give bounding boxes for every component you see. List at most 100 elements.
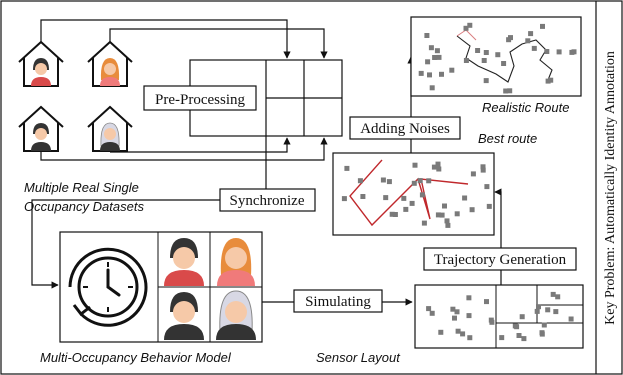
behavior-model-caption: Multi-Occupancy Behavior Model: [40, 350, 232, 365]
sensor-marker: [469, 207, 475, 213]
sensor-marker: [436, 54, 442, 60]
sensor-marker: [484, 184, 490, 190]
sensor-marker: [463, 25, 469, 31]
best-route-panel: [332, 152, 495, 236]
sensor-marker: [536, 304, 541, 310]
sensor-marker: [553, 309, 559, 315]
sensor-marker: [555, 294, 561, 300]
sensor-marker: [463, 58, 469, 63]
sensor-marker: [431, 164, 437, 170]
trajectory-generation-label: Trajectory Generation: [434, 252, 567, 268]
sensor-marker: [411, 180, 417, 186]
house-icon: [18, 40, 64, 87]
adding-noises-box: [349, 116, 461, 140]
sensor-marker: [483, 50, 489, 55]
sensor-marker: [452, 315, 457, 321]
sensor-marker: [455, 328, 461, 334]
sensor-marker: [483, 78, 489, 84]
sensor-marker: [434, 48, 440, 54]
sensor-marker: [383, 195, 389, 201]
sensor-marker: [432, 55, 438, 60]
input-connectors: [40, 19, 328, 161]
sensor-marker: [467, 335, 473, 341]
realistic-route-panel: [410, 16, 582, 97]
sensor-marker: [401, 195, 407, 201]
house-icon: [87, 40, 133, 87]
sensor-marker: [488, 317, 494, 323]
person-icon: [100, 122, 120, 151]
sensor-marker: [508, 35, 513, 41]
behavior-model-block: [59, 231, 263, 343]
sensor-marker: [507, 88, 513, 94]
pre-processing-block: Pre-Processing: [143, 59, 343, 137]
realistic-route-caption: Realistic Route: [482, 100, 569, 115]
sensor-marker: [467, 22, 473, 28]
simulating-label: Simulating: [305, 294, 371, 310]
sensor-marker: [501, 61, 507, 66]
sensor-marker: [417, 178, 423, 184]
sensor-marker: [425, 59, 431, 65]
sensor-marker: [403, 206, 409, 212]
sensor-marker: [426, 178, 432, 184]
sensor-marker: [341, 196, 347, 202]
sensor-marker: [480, 164, 486, 170]
sensor-layout-panel: [414, 284, 584, 349]
sensor-marker: [421, 220, 427, 226]
person-icon: [164, 238, 204, 286]
sensor-marker: [516, 333, 522, 338]
sensor-marker: [460, 331, 466, 337]
simulating-box: [293, 289, 383, 313]
sensor-marker: [539, 331, 545, 337]
sensor-marker: [475, 48, 481, 53]
sensor-marker: [360, 194, 366, 199]
datasets-caption-line1: Multiple Real Single: [24, 180, 139, 195]
best-route-caption: Best route: [478, 131, 537, 146]
sensor-marker: [344, 165, 350, 171]
sensor-marker: [357, 178, 363, 184]
sensor-marker: [444, 218, 450, 224]
adding-noises-label: Adding Noises: [360, 121, 450, 137]
person-icon: [31, 58, 51, 86]
sensor-marker: [435, 212, 441, 218]
sensor-marker: [470, 171, 476, 177]
sensor-marker: [445, 222, 451, 228]
person-icon: [100, 58, 120, 86]
sensor-marker: [439, 212, 445, 218]
trajectory-arrow: [494, 188, 502, 285]
sensor-marker: [380, 177, 386, 183]
sensor-marker: [568, 316, 574, 322]
sensor-marker: [436, 166, 442, 172]
sensor-marker: [556, 49, 562, 55]
sensor-marker: [521, 336, 527, 342]
trajectory-generation-box: [423, 247, 577, 271]
sensor-marker: [442, 203, 447, 209]
sensor-marker: [466, 313, 472, 319]
sensor-marker: [525, 38, 531, 44]
sensor-marker: [480, 167, 486, 173]
sensor-marker: [462, 195, 468, 201]
sensor-marker: [531, 45, 537, 51]
synchronize-box: [219, 188, 316, 212]
synchronize-label: Synchronize: [230, 193, 305, 209]
sensor-marker: [545, 78, 551, 84]
sensor-marker: [389, 211, 395, 217]
sensor-marker: [514, 324, 520, 330]
sensor-marker: [484, 299, 489, 305]
datasets-caption-line2: Occupancy Datasets: [24, 199, 144, 214]
sensor-marker: [439, 71, 444, 77]
house-icon: [18, 105, 64, 152]
sensor-marker: [503, 88, 509, 94]
sensor-marker: [424, 33, 430, 38]
key-problem-label: Key Problem: Automatically Identity Anno…: [603, 51, 618, 325]
sensor-marker: [519, 314, 525, 320]
sensor-marker: [418, 70, 424, 76]
person-icon: [31, 123, 51, 151]
sensor-marker: [429, 85, 435, 91]
sensor-marker: [454, 211, 460, 217]
pre-processing-label: Pre-Processing: [155, 92, 245, 108]
person-icon: [217, 238, 255, 286]
sensor-marker: [429, 310, 435, 316]
clock-icon: [68, 247, 148, 327]
